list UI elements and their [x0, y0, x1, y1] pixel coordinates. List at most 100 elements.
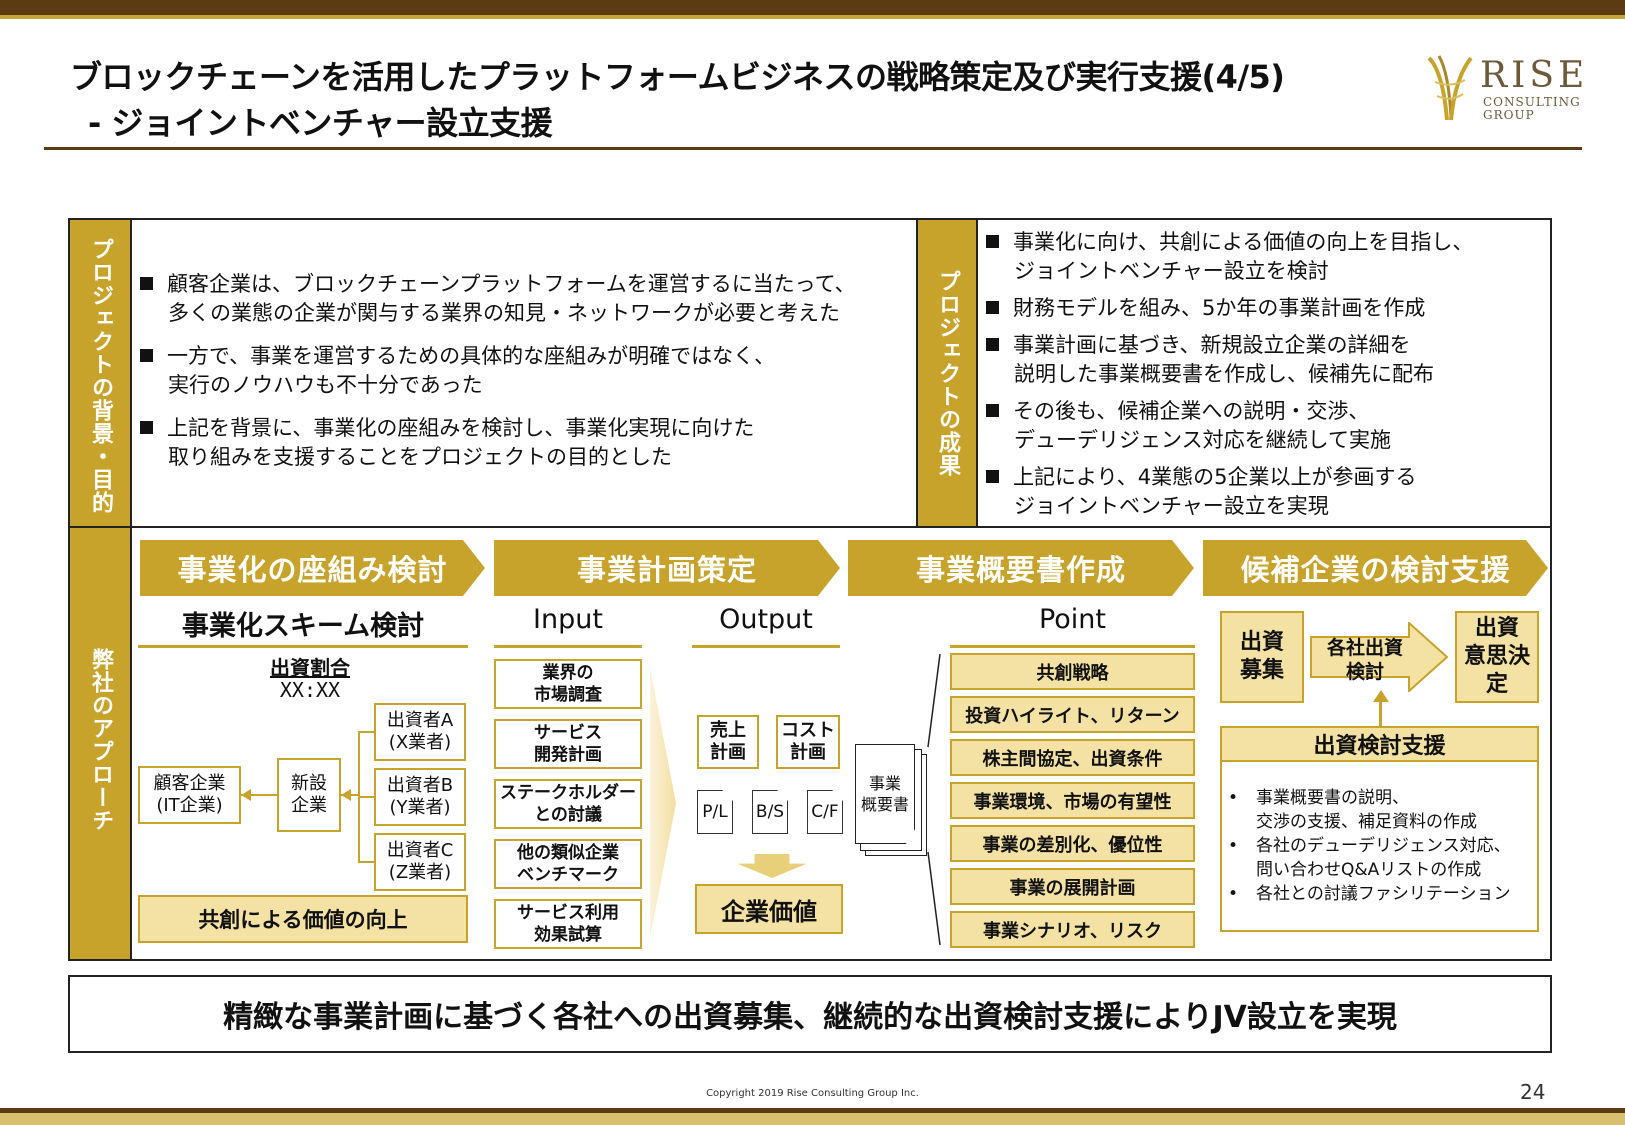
input-underline — [494, 645, 642, 648]
bracket-lines — [927, 653, 941, 946]
point-subhead: Point — [1038, 604, 1107, 635]
connector — [1379, 698, 1382, 726]
list-item-cont: 多くの業態の企業が関与する業界の知見・ネットワークが必要と考えた — [168, 301, 840, 325]
investment-recruit-box: 出資募集 — [1220, 611, 1304, 703]
list-item: 上記を背景に、事業化の座組みを検討し、事業化実現に向けた — [140, 414, 856, 443]
list-item-cont: 交渉の支援、補足資料の作成 — [1256, 812, 1477, 832]
arrow-left-icon — [241, 789, 251, 801]
list-item: その後も、候補企業への説明・交渉、 — [986, 397, 1473, 426]
arrow-left-icon — [341, 789, 351, 801]
list-item: 顧客企業は、ブロックチェーンプラットフォームを運営するに当たって、 — [140, 270, 856, 299]
enterprise-value-box: 企業価値 — [695, 884, 843, 934]
step-scheme: 事業化の座組み検討 — [140, 540, 485, 596]
list-item: •事業概要書の説明、 — [1228, 788, 1409, 808]
review-arrow-label: 各社出資検討 — [1326, 637, 1403, 683]
list-item-cont: 問い合わせQ&Aリストの作成 — [1256, 860, 1482, 880]
scheme-subhead: 事業化スキーム検討 — [181, 611, 425, 642]
support-head: 出資検討支援 — [1220, 726, 1539, 762]
list-item: 事業計画に基づき、新規設立企業の詳細を — [986, 331, 1473, 360]
investor-a-box: 出資者A(X業者) — [374, 703, 466, 761]
list-item-cont: デューデリジェンス対応を継続して実施 — [1014, 428, 1391, 452]
page-number: 24 — [1520, 1080, 1546, 1104]
scheme-underline — [138, 645, 468, 648]
bullet-square-icon — [140, 349, 153, 362]
investment-decision-box: 出資意思決定 — [1455, 611, 1539, 703]
output-underline — [692, 645, 840, 648]
point-underline — [950, 645, 1195, 648]
main-frame — [68, 218, 1552, 961]
list-item-cont: 実行のノウハウも不十分であった — [168, 373, 483, 397]
list-item: 事業化に向け、共創による価値の向上を目指し、 — [986, 228, 1473, 257]
approach-label: 弊社のアプローチ — [70, 528, 130, 959]
point-box: 事業環境、市場の有望性 — [950, 782, 1195, 819]
point-box: 投資ハイライト、リターン — [950, 696, 1195, 733]
step-summary: 事業概要書作成 — [848, 540, 1194, 596]
bullet-square-icon — [986, 404, 999, 417]
divider — [130, 528, 132, 959]
newco-box: 新設企業 — [277, 758, 341, 832]
arrow-up-icon — [1373, 690, 1389, 702]
top-bar — [0, 0, 1625, 15]
rise-logo-mark-icon — [1427, 55, 1473, 121]
bullet-square-icon — [140, 277, 153, 290]
point-box: 事業シナリオ、リスク — [950, 911, 1195, 948]
page-title: ブロックチェーンを活用したプラットフォームビジネスの戦略策定及び実行支援(4/5… — [70, 58, 1285, 96]
connector — [358, 731, 374, 733]
conclusion-box: 精緻な事業計画に基づく各社への出資募集、継続的な出資検討支援によりJV設立を実現 — [68, 975, 1552, 1053]
list-item-cont: 説明した事業概要書を作成し、候補先に配布 — [1014, 362, 1434, 386]
bullet-square-icon — [986, 301, 999, 314]
value-box: 共創による価値の向上 — [138, 895, 468, 943]
list-item-cont: 取り組みを支援することをプロジェクトの目的とした — [168, 445, 672, 469]
cf-document-icon: C/F — [807, 790, 843, 834]
bullet-square-icon — [986, 235, 999, 248]
sales-plan-box: 売上計画 — [697, 715, 759, 769]
connector — [358, 861, 374, 863]
list-item: 一方で、事業を運営するための具体的な座組みが明確ではなく、 — [140, 342, 856, 371]
list-item: •各社のデューデリジェンス対応、 — [1228, 836, 1511, 856]
client-box: 顧客企業(IT企業) — [138, 766, 241, 824]
ratio-value: XX:XX — [279, 678, 341, 702]
background-label: プロジェクトの背景・目的 — [70, 220, 130, 526]
point-box: 株主間協定、出資条件 — [950, 739, 1195, 776]
investor-c-box: 出資者C(Z業者) — [374, 833, 466, 891]
copyright: Copyright 2019 Rise Consulting Group Inc… — [706, 1088, 919, 1099]
background-list: 顧客企業は、ブロックチェーンプラットフォームを運営するに当たって、 多くの業態の… — [140, 270, 856, 472]
logo-sub1: CONSULTING — [1483, 95, 1581, 109]
list-item: 財務モデルを組み、5か年の事業計画を作成 — [986, 294, 1473, 323]
list-item: 上記により、4業態の5企業以上が参画する — [986, 463, 1473, 492]
list-item: •各社との討議ファシリテーション — [1228, 884, 1511, 904]
ratio-label: 出資割合 — [270, 656, 350, 680]
results-label: プロジェクトの成果 — [918, 220, 976, 526]
title-rule — [44, 147, 1582, 150]
input-box: サービス開発計画 — [494, 719, 642, 769]
row-divider — [68, 526, 1552, 528]
step-candidates: 候補企業の検討支援 — [1203, 540, 1548, 596]
point-box: 共創戦略 — [950, 653, 1195, 690]
bottom-bar-accent — [0, 1113, 1625, 1125]
divider — [976, 220, 978, 526]
support-list: •事業概要書の説明、 交渉の支援、補足資料の作成 •各社のデューデリジェンス対応… — [1220, 762, 1539, 932]
output-subhead: Output — [719, 604, 813, 635]
input-box: 他の類似企業ベンチマーク — [494, 839, 642, 889]
input-box: サービス利用効果試算 — [494, 899, 642, 949]
bullet-square-icon — [140, 421, 153, 434]
business-summary-doc-icon: 事業概要書 — [855, 744, 915, 844]
point-box: 事業の展開計画 — [950, 868, 1195, 905]
input-box: ステークホルダーとの討議 — [494, 779, 642, 829]
pl-document-icon: P/L — [697, 790, 733, 834]
cost-plan-box: コスト計画 — [776, 715, 840, 769]
list-item-cont: ジョイントベンチャー設立を検討 — [1014, 259, 1329, 283]
investor-b-box: 出資者B(Y業者) — [374, 768, 466, 826]
step-plan: 事業計画策定 — [494, 540, 840, 596]
divider — [130, 220, 132, 526]
logo-sub2: GROUP — [1483, 108, 1535, 122]
logo-name: RISE — [1480, 55, 1589, 96]
bs-document-icon: B/S — [752, 790, 788, 834]
results-list: 事業化に向け、共創による価値の向上を目指し、 ジョイントベンチャー設立を検討 財… — [986, 228, 1473, 521]
point-box: 事業の差別化、優位性 — [950, 825, 1195, 862]
page-subtitle: - ジョイントベンチャー設立支援 — [88, 104, 553, 142]
input-box: 業界の市場調査 — [494, 659, 642, 709]
connector — [358, 796, 374, 798]
bullet-square-icon — [986, 338, 999, 351]
connector — [241, 794, 277, 796]
